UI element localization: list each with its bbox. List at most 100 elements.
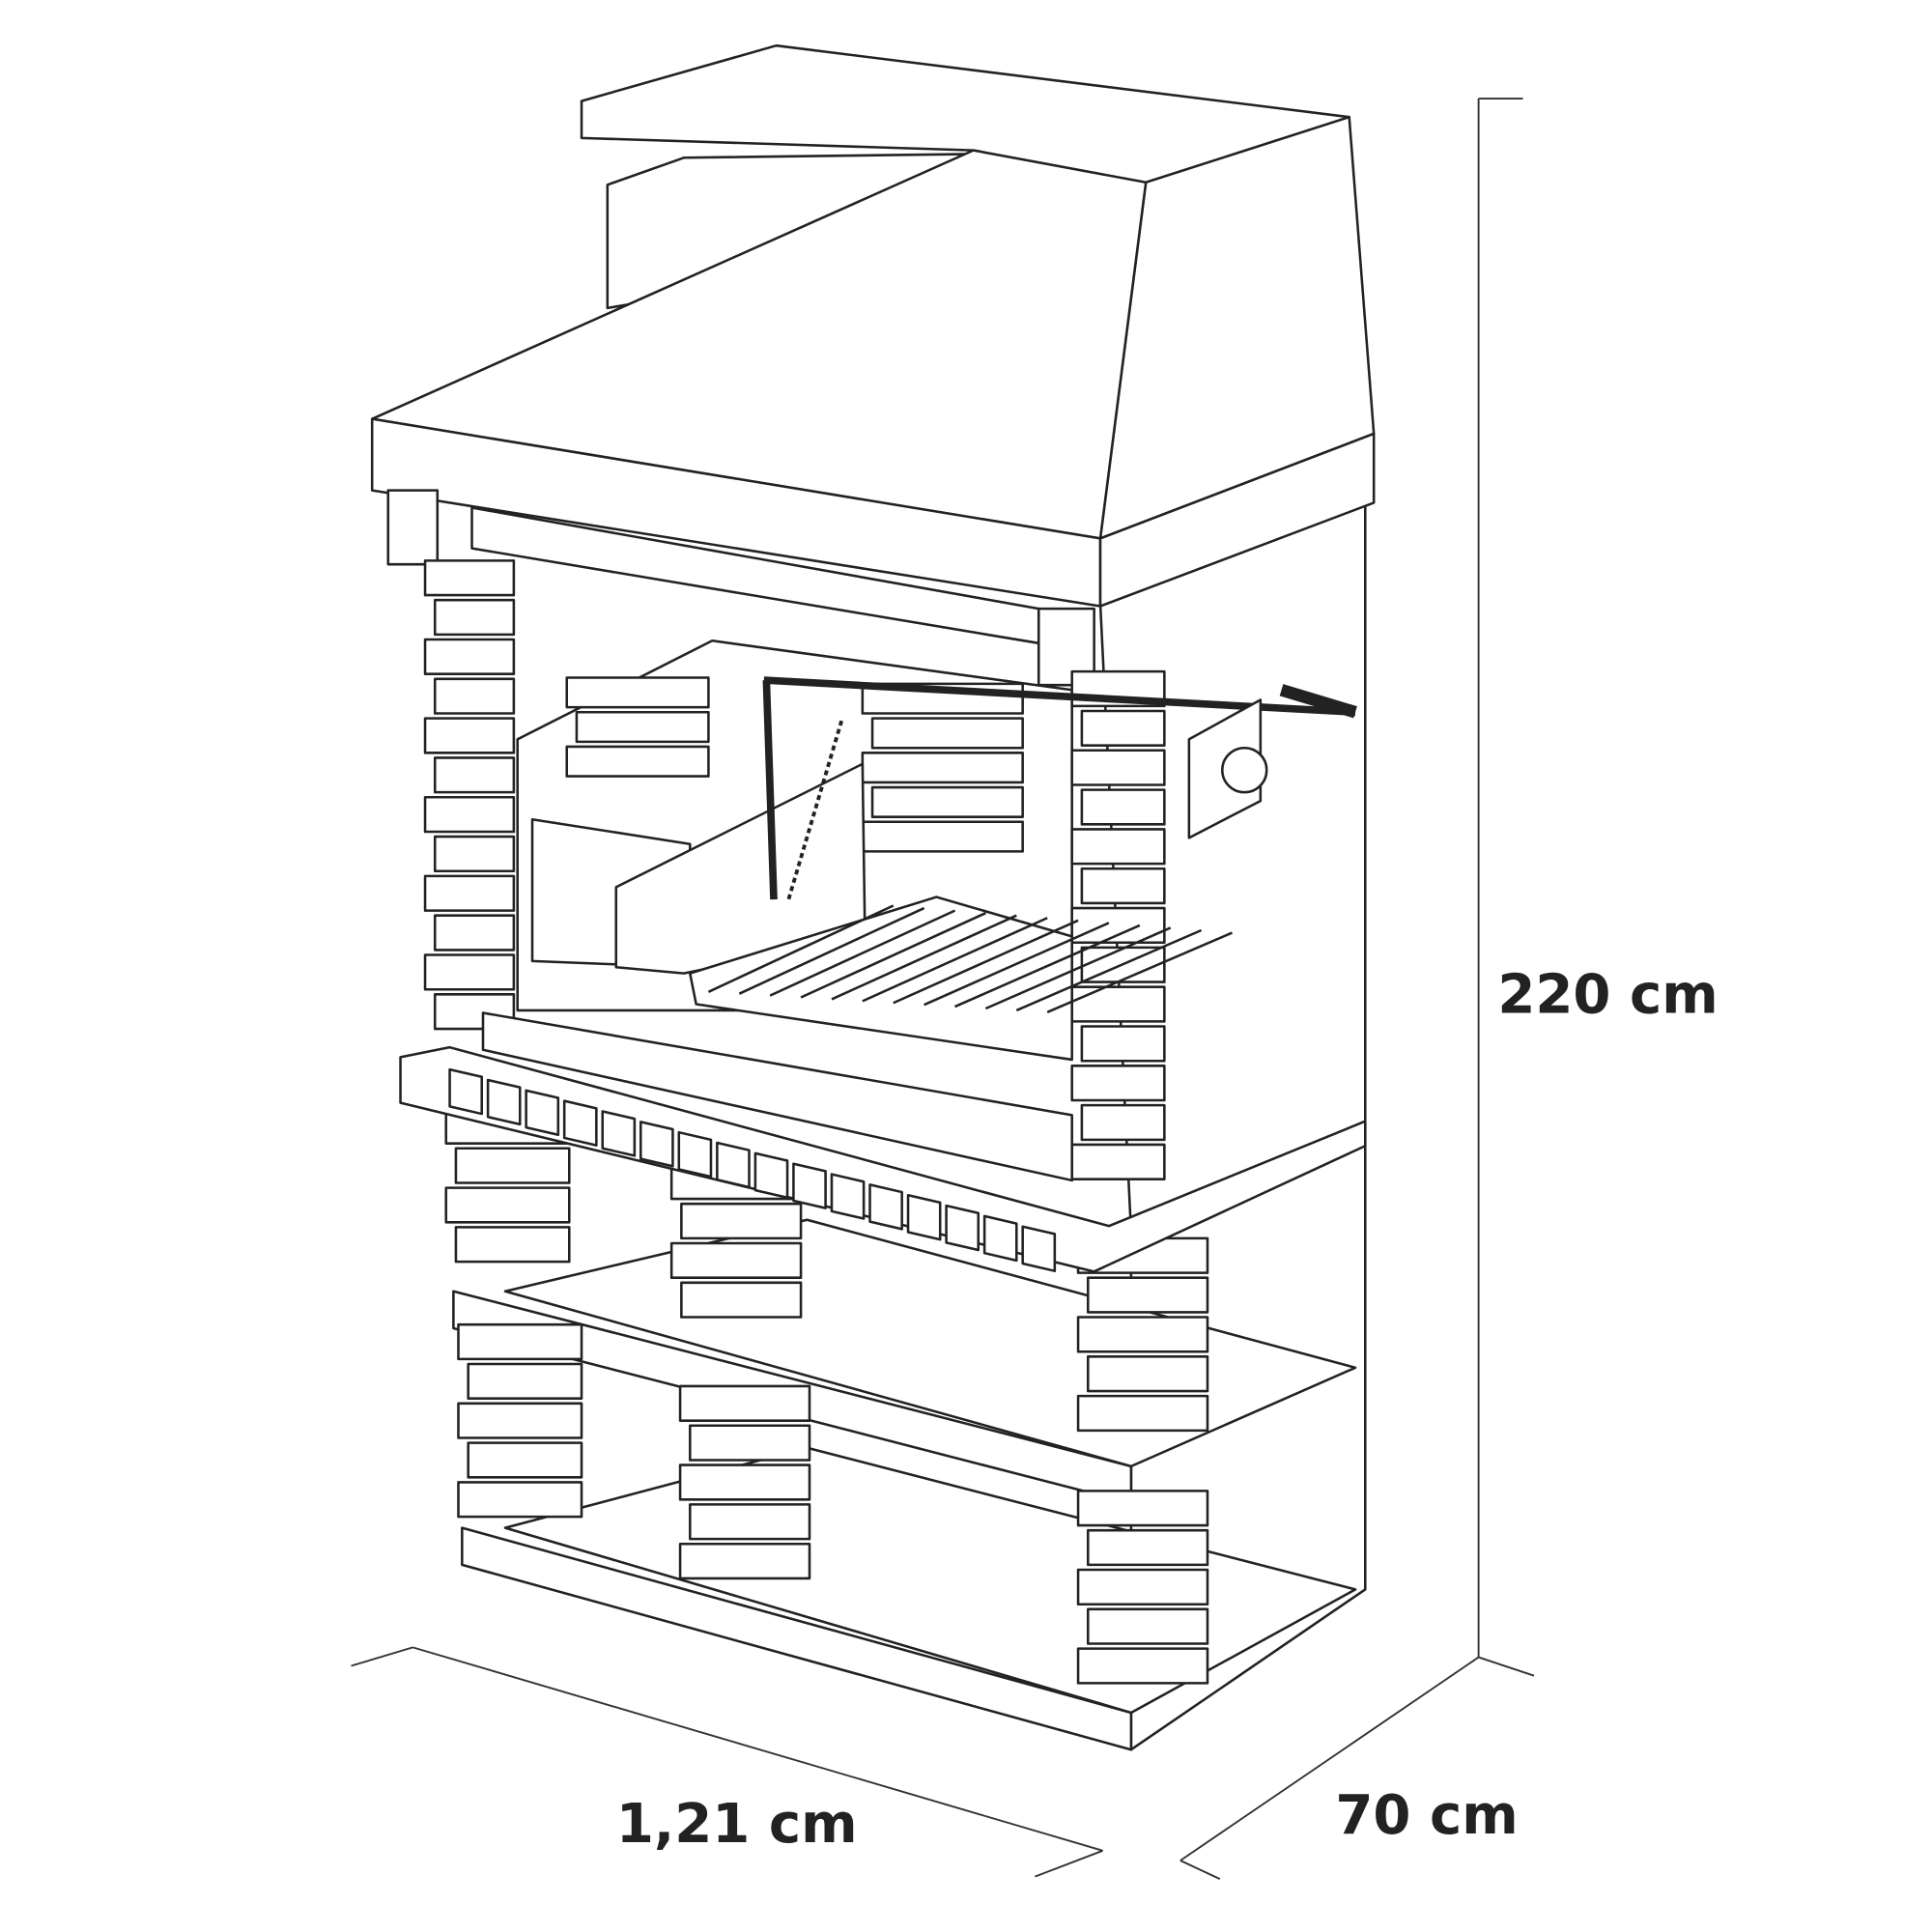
dimension-height: 220 cm	[1477, 98, 1719, 1677]
brick	[565, 745, 710, 778]
counter-bricks	[448, 1067, 1057, 1272]
brick	[1080, 1103, 1166, 1142]
support-post	[762, 679, 778, 900]
brick	[680, 1281, 803, 1319]
brick	[678, 1384, 811, 1422]
brick	[423, 559, 516, 597]
brick-pillars	[423, 559, 1209, 1685]
width-label: 1,21 cm	[616, 1793, 858, 1856]
brick	[423, 638, 516, 675]
brick	[669, 1241, 803, 1279]
grate-bar	[1046, 931, 1234, 1014]
bbq-drawing	[370, 43, 1376, 1751]
brick	[861, 820, 1024, 853]
brick	[457, 1481, 583, 1519]
brick	[1070, 1065, 1166, 1102]
brick	[680, 1202, 803, 1240]
counter-brick	[525, 1089, 560, 1137]
brick	[423, 717, 516, 754]
crank-wheel	[1221, 746, 1268, 794]
brick	[423, 795, 516, 834]
counter-brick	[716, 1141, 751, 1189]
counter-brick	[486, 1078, 522, 1126]
grate-bars	[707, 904, 1234, 1014]
brick	[678, 1463, 811, 1501]
drip-tray	[481, 1011, 1073, 1182]
depth-line	[1179, 1656, 1480, 1861]
counter-brick	[982, 1214, 1018, 1263]
counter-brick	[830, 1173, 866, 1220]
grate-bar	[923, 922, 1110, 1007]
grate-bar	[738, 906, 925, 995]
brick	[870, 785, 1024, 818]
counter-brick	[677, 1130, 713, 1179]
grate-bar	[707, 904, 895, 993]
grate-bar	[862, 917, 1048, 1003]
width-line	[412, 1646, 1103, 1852]
lower-shelf	[461, 1526, 1133, 1751]
brick	[1087, 1607, 1209, 1645]
counter-brick	[945, 1204, 980, 1252]
dimension-width: 1,21 cm	[351, 1646, 1103, 1878]
crank-handle	[1279, 684, 1357, 719]
brick	[433, 677, 516, 715]
dimension-depth: 70 cm	[1179, 1656, 1519, 1881]
brick	[1070, 985, 1166, 1023]
brick	[575, 710, 710, 744]
brick	[1087, 1276, 1209, 1314]
hood-band-side	[1098, 432, 1376, 608]
counter-brick	[601, 1110, 637, 1157]
brick	[433, 756, 516, 794]
depth-label: 70 cm	[1335, 1784, 1518, 1847]
brick	[454, 1226, 571, 1264]
grate-bar	[893, 919, 1079, 1005]
grill-grate	[689, 895, 1073, 1062]
counter-brick	[1021, 1225, 1057, 1272]
brick	[457, 1322, 583, 1361]
grate-bar	[954, 923, 1141, 1009]
counter-brick	[639, 1121, 674, 1168]
counter-brick	[448, 1067, 483, 1116]
counter-brick	[753, 1151, 789, 1200]
grate-bar	[1015, 928, 1203, 1012]
brick	[1087, 1528, 1209, 1567]
brick	[467, 1362, 583, 1400]
brick	[457, 1402, 583, 1439]
brick	[433, 598, 516, 637]
brick	[1080, 1025, 1166, 1063]
brick	[423, 874, 516, 912]
brick	[454, 1147, 571, 1184]
brick	[1076, 1647, 1209, 1685]
brick	[1070, 749, 1166, 786]
brick	[1076, 1394, 1209, 1433]
brick	[1076, 1568, 1209, 1605]
brick	[678, 1542, 811, 1580]
height-label: 220 cm	[1497, 963, 1718, 1026]
chain	[786, 720, 844, 900]
brick	[433, 914, 516, 952]
brick	[444, 1186, 571, 1224]
grate-bar	[800, 911, 986, 999]
brick	[870, 717, 1024, 750]
brick	[861, 752, 1024, 784]
brick	[689, 1503, 811, 1541]
depth-tick	[1179, 1860, 1221, 1881]
brick	[565, 676, 710, 709]
grate-bar	[831, 914, 1017, 1001]
counter-brick	[868, 1183, 903, 1231]
brick	[1076, 1490, 1209, 1527]
brick	[467, 1441, 583, 1479]
width-tick-right	[1035, 1849, 1103, 1878]
counter-brick	[792, 1162, 827, 1209]
brick	[1070, 828, 1166, 866]
brick	[1070, 1143, 1166, 1180]
counter-brick	[562, 1099, 598, 1147]
brick	[433, 835, 516, 873]
brick	[1080, 867, 1166, 905]
grate-bar	[769, 909, 956, 997]
width-tick-left	[351, 1646, 413, 1667]
brick	[423, 953, 516, 991]
counter-slab	[399, 1045, 1367, 1273]
grate-bar	[984, 926, 1172, 1010]
brick	[689, 1424, 811, 1462]
